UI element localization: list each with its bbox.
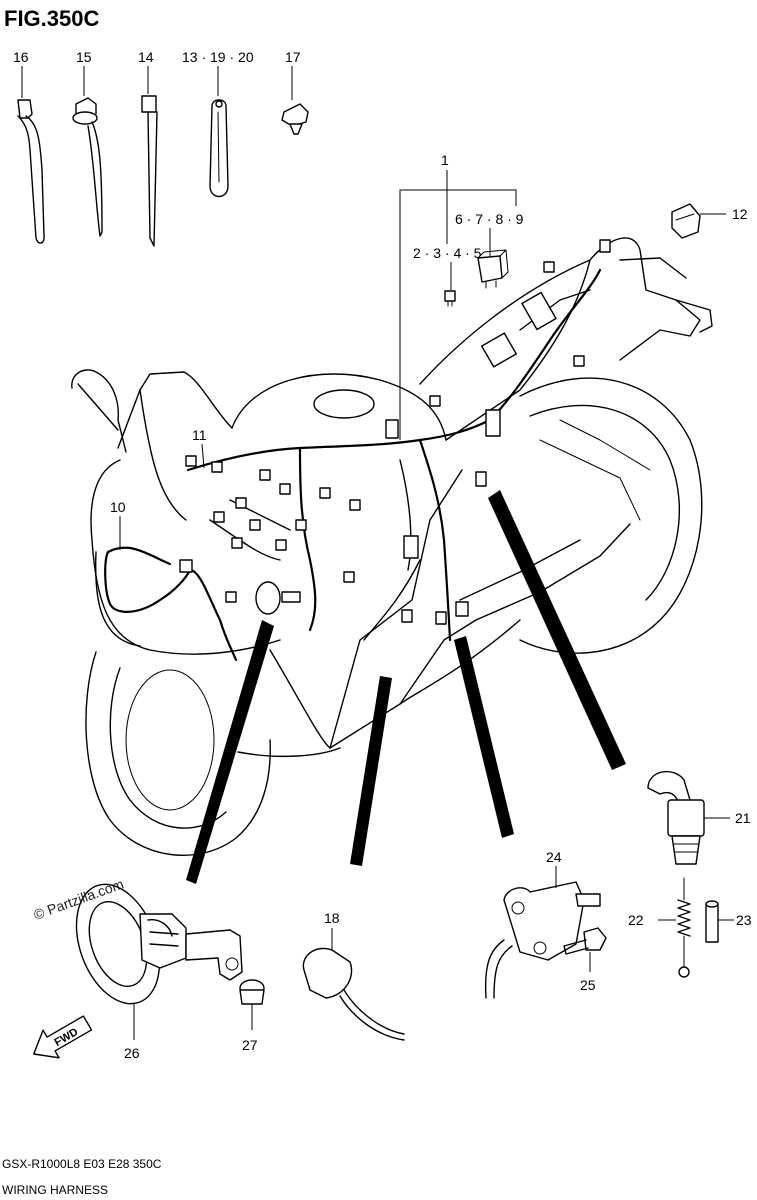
callout-12: 12 <box>732 206 748 222</box>
part-15-clamp-bolt[interactable] <box>72 97 103 237</box>
wiring-harness[interactable] <box>185 239 611 642</box>
callout-16: 16 <box>13 49 29 65</box>
part-22-spring[interactable] <box>658 877 691 978</box>
part-13-19-20-band[interactable] <box>209 99 229 198</box>
callout-17: 17 <box>285 49 301 65</box>
callout-2-5: 2 · 3 · 4 · 5 <box>413 245 482 261</box>
part-24-sensor[interactable] <box>484 866 601 999</box>
callout-1: 1 <box>441 152 449 168</box>
callout-26: 26 <box>124 1045 140 1061</box>
callout-24: 24 <box>546 849 562 865</box>
callout-6-9: 6 · 7 · 8 · 9 <box>455 211 524 227</box>
part-26-horn[interactable] <box>61 873 243 1040</box>
part-2-5-fuse[interactable] <box>444 290 456 307</box>
pointer-to-24 <box>454 636 514 838</box>
callout-15: 15 <box>76 49 92 65</box>
part-18-sensor[interactable] <box>302 928 405 1041</box>
part-12-connector[interactable] <box>671 203 726 239</box>
part-17-clip[interactable] <box>281 103 309 135</box>
footer-model-code: GSX-R1000L8 E03 E28 350C <box>2 1157 162 1171</box>
part-6-9-relay[interactable] <box>477 249 509 289</box>
fwd-arrow: FWD <box>33 1015 93 1059</box>
callout-27: 27 <box>242 1037 258 1053</box>
part-10-sub-harness[interactable] <box>104 546 238 662</box>
motorcycle-outline <box>71 237 713 856</box>
callout-10: 10 <box>110 499 126 515</box>
part-23-sleeve[interactable] <box>705 900 734 943</box>
callout-13-19-20: 13 · 19 · 20 <box>182 49 254 65</box>
part-27-bolt[interactable] <box>239 979 265 1030</box>
fwd-label: FWD <box>53 1026 81 1049</box>
figure-title: FIG.350C <box>4 6 99 31</box>
callout-18: 18 <box>324 910 340 926</box>
pointer-to-horn <box>186 620 274 884</box>
part-21-switch[interactable] <box>647 770 730 865</box>
callout-14: 14 <box>138 49 154 65</box>
part-16-clamp[interactable] <box>17 99 45 244</box>
callout-23: 23 <box>736 912 752 928</box>
pointer-to-21 <box>488 490 626 770</box>
callout-21: 21 <box>735 810 751 826</box>
callout-11: 11 <box>192 427 207 443</box>
part-14-cable-tie[interactable] <box>141 95 158 247</box>
horn-on-bike <box>255 581 301 615</box>
part-25-bolt[interactable] <box>563 927 607 972</box>
callout-22: 22 <box>628 912 644 928</box>
callout-25: 25 <box>580 977 596 993</box>
footer-section: WIRING HARNESS <box>2 1183 108 1197</box>
pointer-to-18 <box>350 676 392 866</box>
